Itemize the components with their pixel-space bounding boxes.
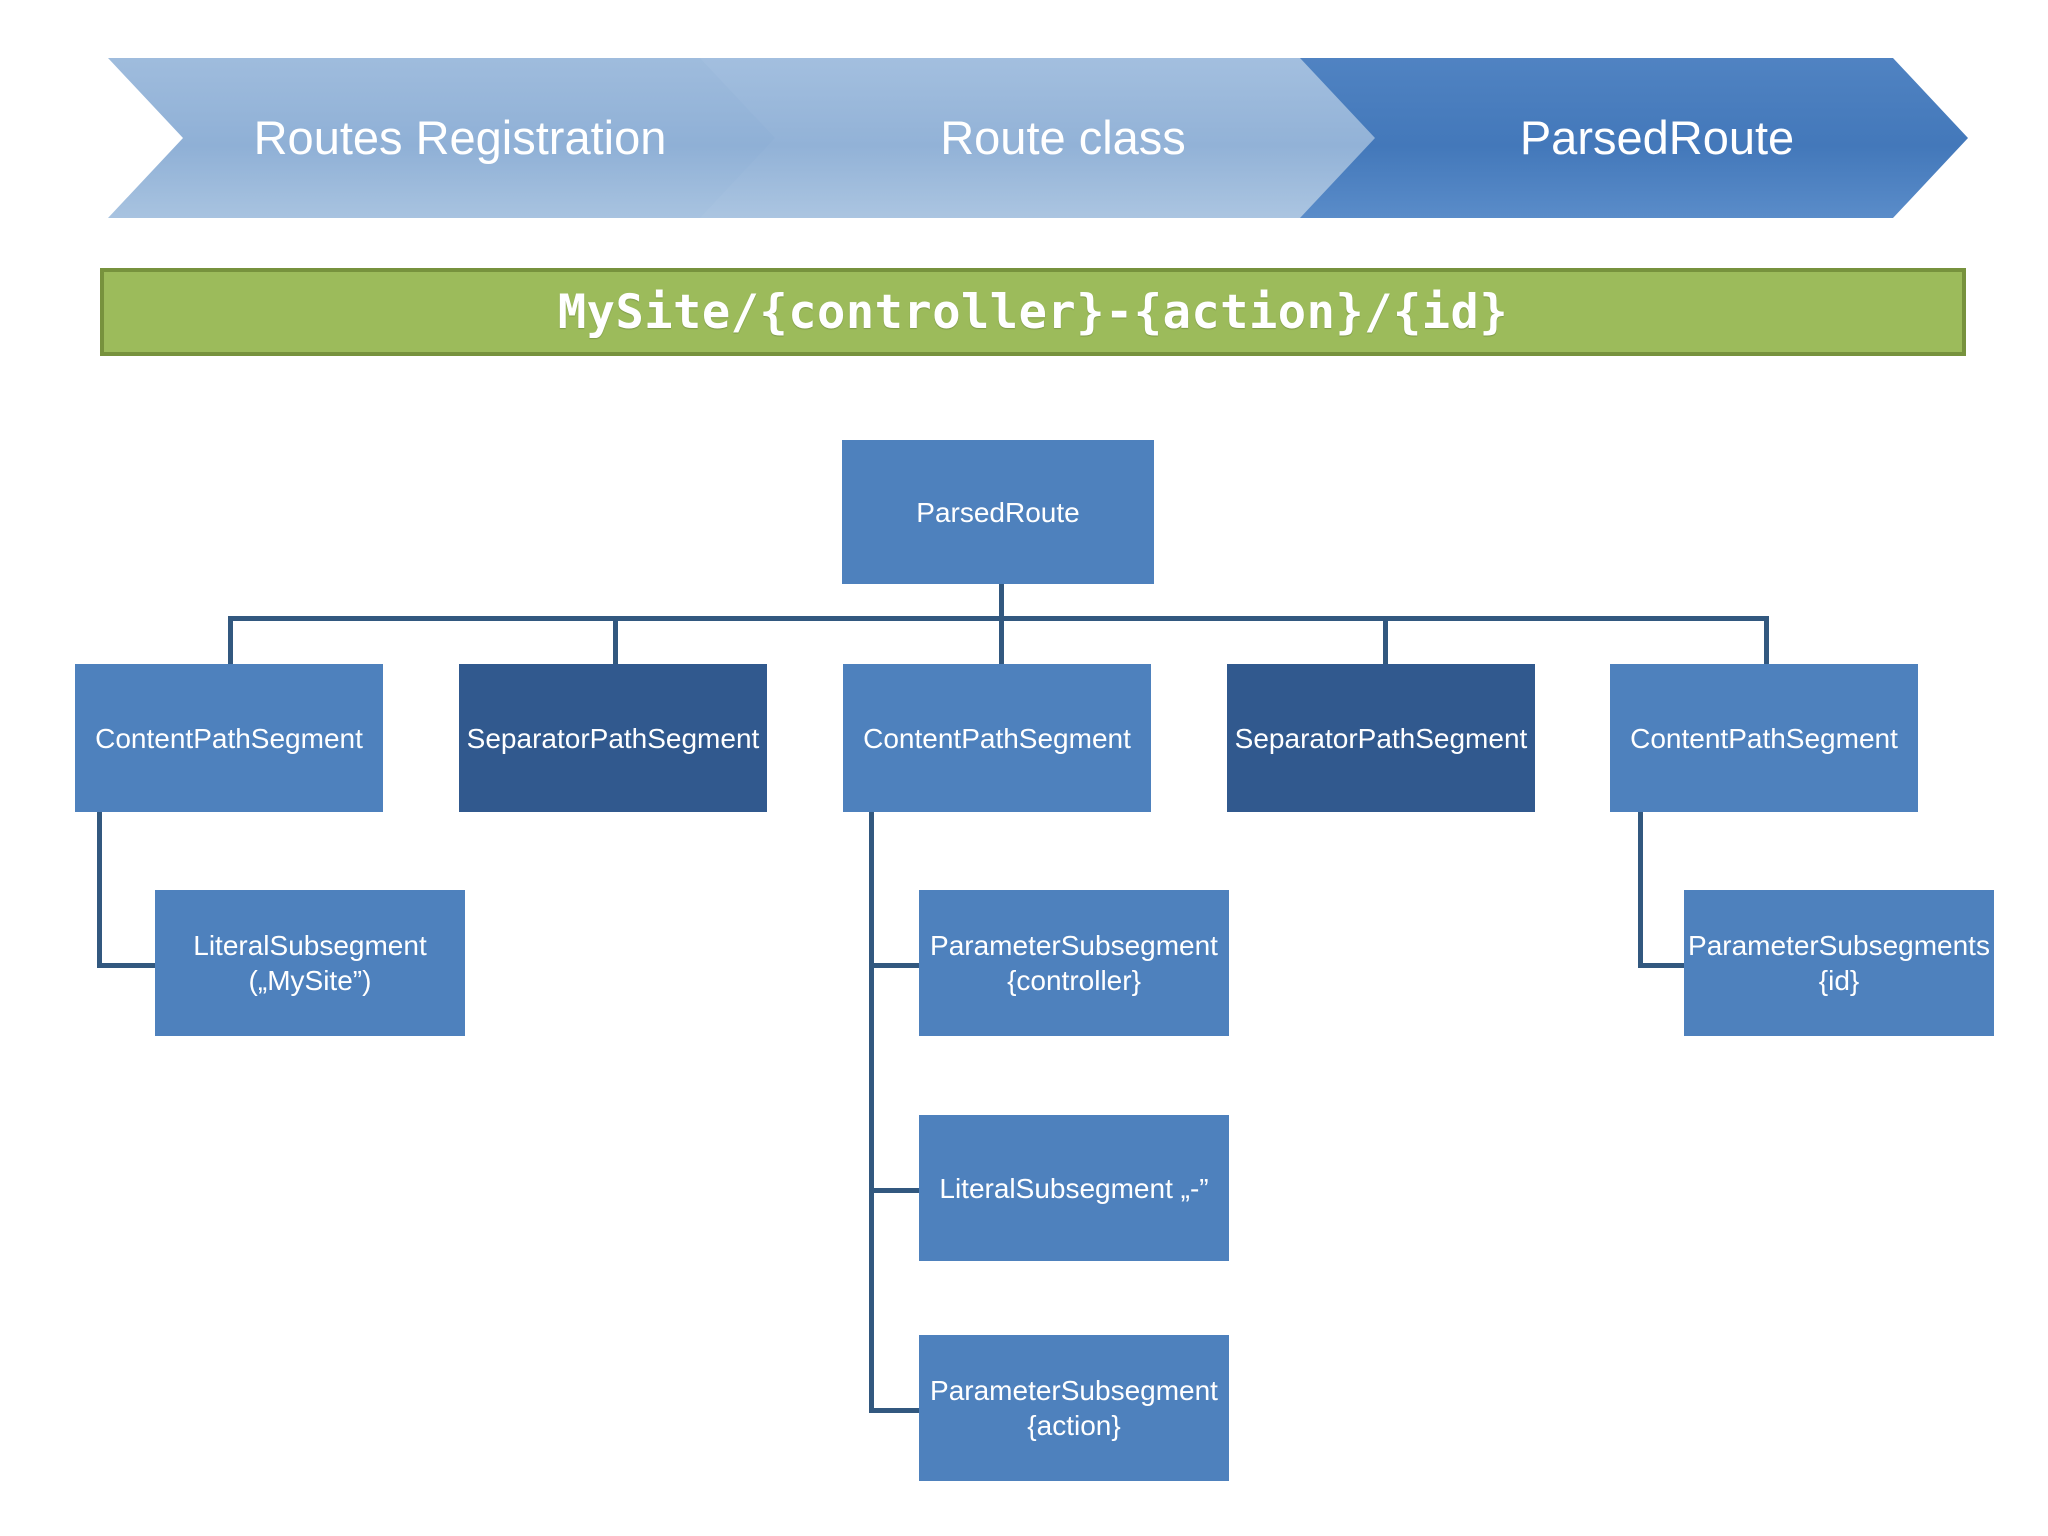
connector-drop-segment-4	[1383, 616, 1388, 664]
connector-drop-segment-1	[228, 616, 233, 664]
node-label: ContentPathSegment	[1630, 722, 1898, 754]
node-label: ParameterSubsegment {action}	[930, 1375, 1218, 1441]
route-template-banner: MySite/{controller}-{action}/{id}	[100, 268, 1966, 356]
connector-seg1-stub	[97, 963, 157, 968]
connector-seg3-stub-dash	[869, 1188, 921, 1193]
node-label: ParsedRoute	[916, 496, 1080, 528]
chevron-step-label: Route class	[940, 110, 1186, 164]
tree-node-literalsubsegment-dash[interactable]: LiteralSubsegment „-”	[919, 1115, 1229, 1261]
node-label: LiteralSubsegment („MySite”)	[193, 930, 427, 996]
process-chevron-band: Routes Registration Route class ParsedRo…	[108, 58, 1968, 218]
tree-node-contentpathsegment-1[interactable]: ContentPathSegment	[75, 664, 383, 812]
route-template-text: MySite/{controller}-{action}/{id}	[557, 284, 1509, 340]
tree-node-contentpathsegment-3[interactable]: ContentPathSegment	[1610, 664, 1918, 812]
connector-seg3-spine	[869, 812, 874, 1412]
connector-seg1-spine	[97, 812, 102, 967]
node-label: ParameterSubsegments {id}	[1688, 930, 1990, 996]
tree-node-parametersubsegments-id[interactable]: ParameterSubsegments {id}	[1684, 890, 1994, 1036]
connector-drop-segment-2	[613, 616, 618, 664]
node-label: ContentPathSegment	[95, 722, 363, 754]
tree-node-parametersubsegment-controller[interactable]: ParameterSubsegment {controller}	[919, 890, 1229, 1036]
tree-node-contentpathsegment-2[interactable]: ContentPathSegment	[843, 664, 1151, 812]
chevron-step-label: Routes Registration	[253, 110, 667, 164]
node-label: SeparatorPathSegment	[1234, 722, 1528, 754]
connector-drop-segment-5	[1764, 616, 1769, 664]
connector-drop-segment-3	[999, 616, 1004, 664]
node-label: SeparatorPathSegment	[466, 722, 760, 754]
node-label: ContentPathSegment	[863, 722, 1131, 754]
connector-bus	[228, 616, 1769, 621]
connector-seg5-spine	[1638, 812, 1643, 967]
chevron-step-parsedroute[interactable]: ParsedRoute	[1300, 58, 1968, 218]
connector-seg5-stub	[1638, 963, 1686, 968]
chevron-step-route-class[interactable]: Route class	[700, 58, 1380, 218]
tree-node-separatorpathsegment-2[interactable]: SeparatorPathSegment	[1227, 664, 1535, 812]
node-label: LiteralSubsegment „-”	[939, 1172, 1209, 1204]
connector-root-drop	[999, 584, 1004, 618]
chevron-step-label: ParsedRoute	[1519, 110, 1795, 164]
connector-seg3-stub-controller	[869, 963, 921, 968]
node-label: ParameterSubsegment {controller}	[930, 930, 1218, 996]
tree-node-separatorpathsegment-1[interactable]: SeparatorPathSegment	[459, 664, 767, 812]
connector-seg3-stub-action	[869, 1408, 921, 1413]
chevron-step-routes-registration[interactable]: Routes Registration	[108, 58, 780, 218]
tree-node-literalsubsegment-mysite[interactable]: LiteralSubsegment („MySite”)	[155, 890, 465, 1036]
tree-node-parametersubsegment-action[interactable]: ParameterSubsegment {action}	[919, 1335, 1229, 1481]
tree-node-parsedroute-root[interactable]: ParsedRoute	[842, 440, 1154, 584]
